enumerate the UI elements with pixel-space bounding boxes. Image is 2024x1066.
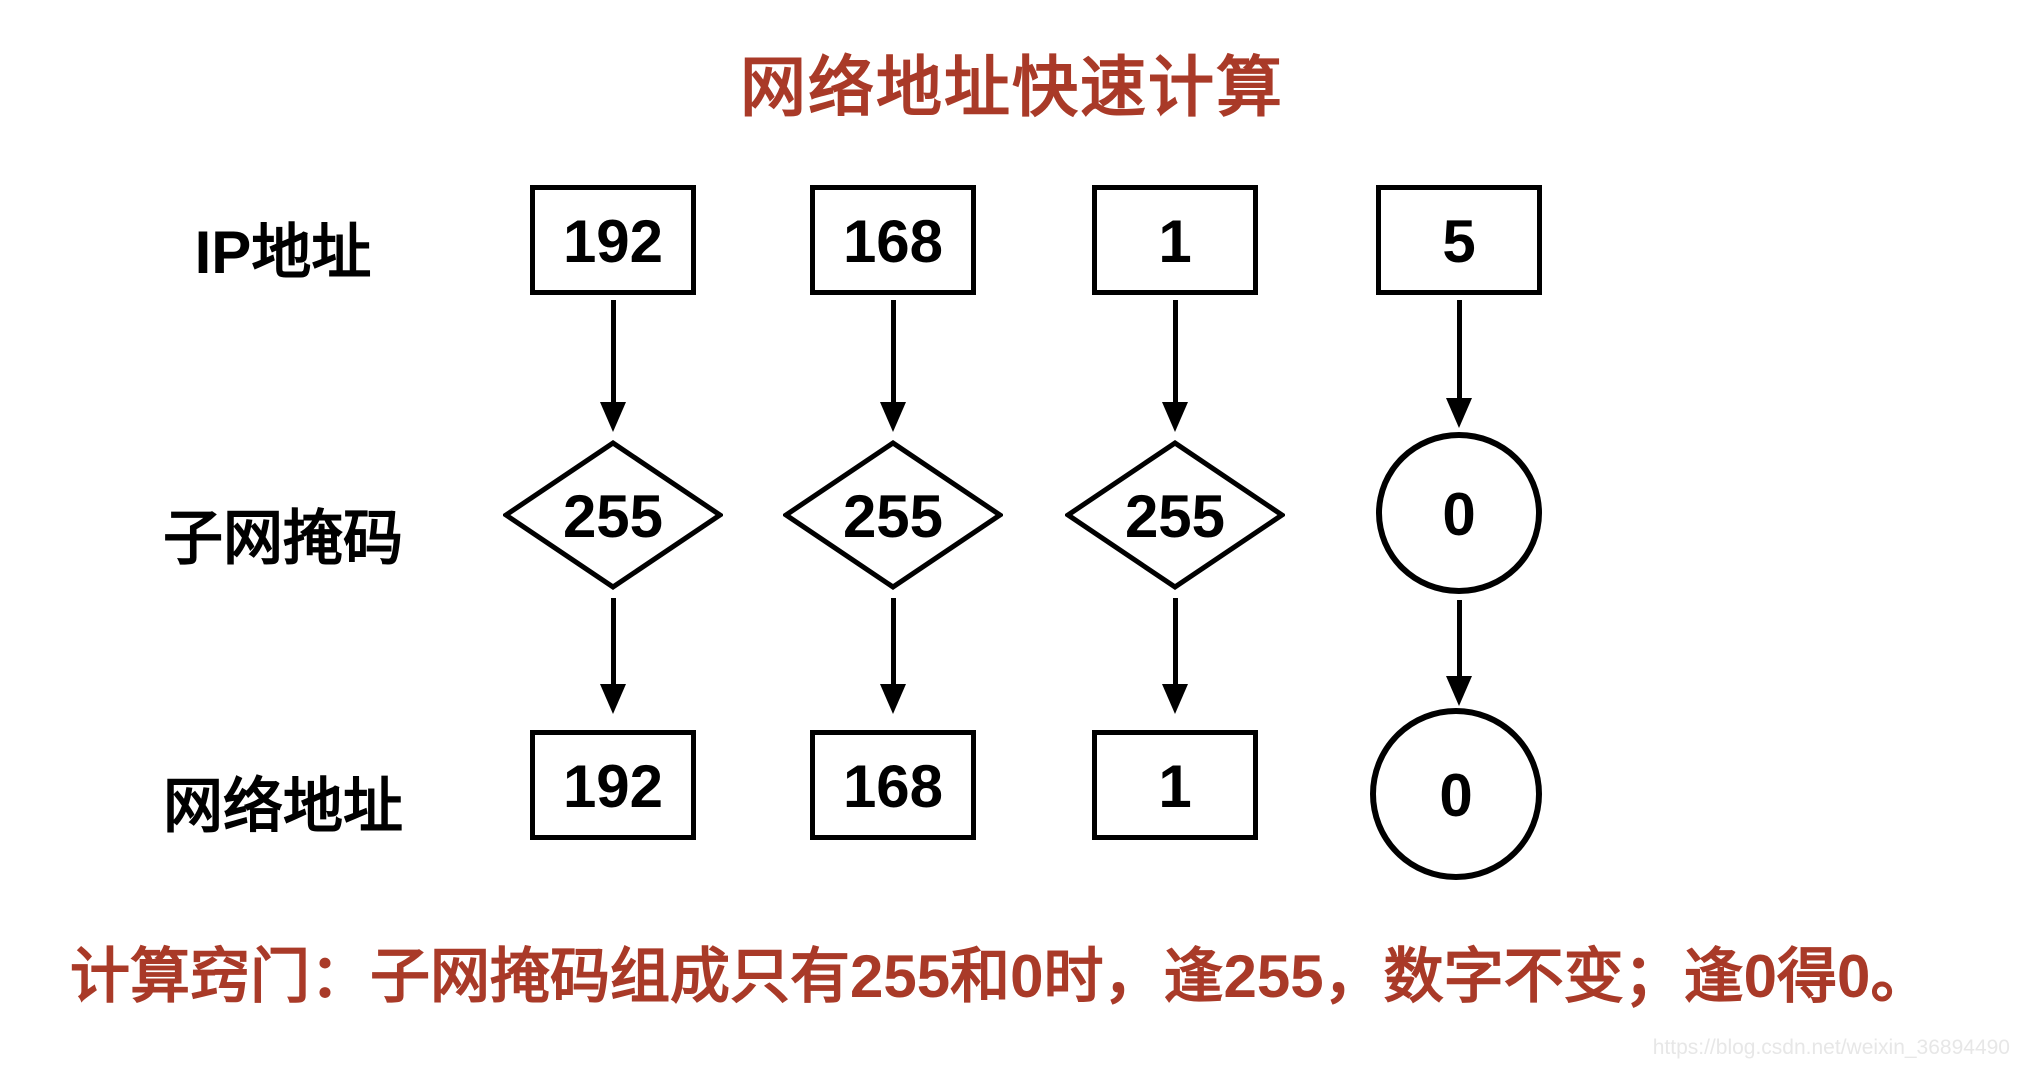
row-label-subnet-mask: 子网掩码 (163, 505, 403, 572)
diamond-outline-icon (503, 440, 723, 590)
network-octet-box-1: 192 (530, 730, 696, 840)
arrow-head (600, 684, 626, 714)
down-arrow-icon (1446, 300, 1472, 428)
mask-octet-value-1: 255 (562, 483, 664, 550)
network-octet-circle-4: 0 (1370, 708, 1542, 880)
down-arrow-icon (600, 598, 626, 714)
network-octet-value-2: 168 (842, 753, 944, 820)
network-octet-value-3: 1 (1158, 753, 1192, 820)
arrow-shaft (890, 598, 896, 684)
down-arrow-icon (1162, 300, 1188, 432)
arrow-shaft (1456, 600, 1462, 676)
arrow-shaft (890, 300, 896, 402)
mask-octet-value-3: 255 (1124, 483, 1226, 550)
mask-octet-value-2: 255 (842, 483, 944, 550)
network-octet-box-2: 168 (810, 730, 976, 840)
arrow-head (1162, 684, 1188, 714)
network-octet-box-3: 1 (1092, 730, 1258, 840)
mask-octet-diamond-1: 255 (503, 440, 723, 590)
ip-octet-box-1: 192 (530, 185, 696, 295)
down-arrow-icon (600, 300, 626, 432)
network-octet-value-1: 192 (562, 753, 664, 820)
arrow-shaft (610, 300, 616, 402)
mask-octet-diamond-2: 255 (783, 440, 1003, 590)
diagram-title: 网络地址快速计算 (740, 50, 1284, 124)
down-arrow-icon (880, 300, 906, 432)
arrow-shaft (1172, 300, 1178, 402)
ip-octet-box-2: 168 (810, 185, 976, 295)
arrow-head (880, 402, 906, 432)
row-label-ip-address: IP地址 (194, 219, 372, 286)
down-arrow-icon (1162, 598, 1188, 714)
arrow-shaft (610, 598, 616, 684)
diamond-outline-icon (1065, 440, 1285, 590)
network-octet-value-4: 0 (1439, 762, 1473, 829)
arrow-shaft (1456, 300, 1462, 398)
arrow-head (1446, 676, 1472, 706)
ip-octet-value-4: 5 (1442, 208, 1476, 275)
calculation-tip-text: 计算窍门：子网掩码组成只有255和0时，逢255，数字不变；逢0得0。 (70, 943, 1931, 1010)
row-label-network-address: 网络地址 (163, 773, 403, 840)
arrow-shaft (1172, 598, 1178, 684)
arrow-head (880, 684, 906, 714)
down-arrow-icon (1446, 600, 1472, 706)
ip-octet-value-3: 1 (1158, 208, 1192, 275)
arrow-head (1446, 398, 1472, 428)
watermark-text: https://blog.csdn.net/weixin_36894490 (1652, 1036, 2010, 1059)
ip-octet-box-3: 1 (1092, 185, 1258, 295)
ip-octet-box-4: 5 (1376, 185, 1542, 295)
ip-octet-value-2: 168 (842, 208, 944, 275)
mask-octet-value-4: 0 (1442, 481, 1476, 548)
mask-octet-circle-4: 0 (1376, 432, 1542, 594)
mask-octet-diamond-3: 255 (1065, 440, 1285, 590)
arrow-head (1162, 402, 1188, 432)
arrow-head (600, 402, 626, 432)
diamond-outline-icon (783, 440, 1003, 590)
ip-octet-value-1: 192 (562, 208, 664, 275)
down-arrow-icon (880, 598, 906, 714)
